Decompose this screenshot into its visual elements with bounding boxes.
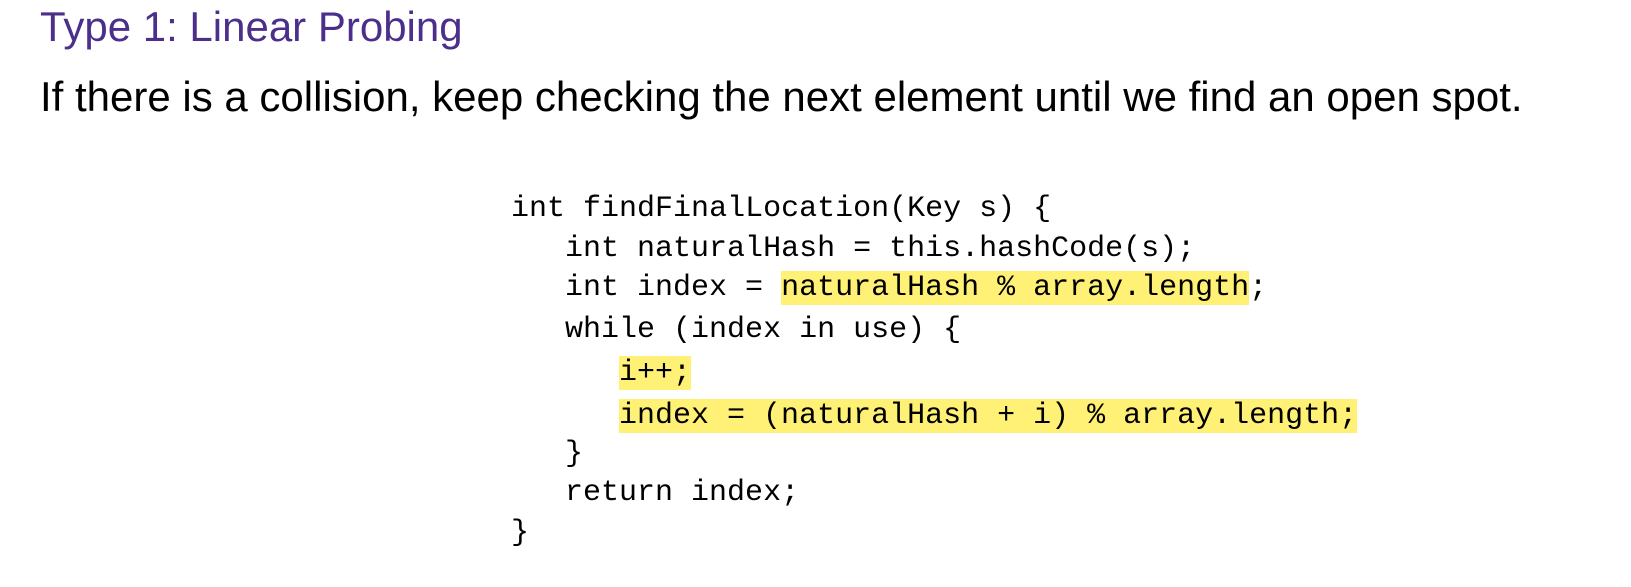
code-close-brace-outer: } xyxy=(511,516,530,550)
code-line-2: int naturalHash = this.hashCode(s); xyxy=(457,195,1195,266)
slide-subtitle: If there is a collision, keep checking t… xyxy=(40,73,1523,120)
code-index-decl: int index = xyxy=(565,271,782,305)
code-return: return index; xyxy=(565,476,800,510)
code-line-1: int findFinalLocation(Key s) { xyxy=(403,155,1051,226)
slide: Type 1: Linear Probing If there is a col… xyxy=(40,3,1523,550)
slide-title: Type 1: Linear Probing xyxy=(40,3,463,50)
code-highlight-reindex: index = (naturalHash + i) % array.length… xyxy=(619,399,1358,433)
code-line-8: return index; xyxy=(457,439,799,510)
code-while-loop: while (index in use) { xyxy=(565,313,962,347)
code-semicolon: ; xyxy=(1249,271,1268,305)
code-line-3: int index = naturalHash % array.length; xyxy=(457,234,1267,305)
code-highlight-modulo: naturalHash % array.length xyxy=(781,271,1250,305)
code-close-brace-inner: } xyxy=(565,437,584,471)
code-highlight-increment: i++; xyxy=(619,356,692,390)
code-line-7: } xyxy=(457,400,583,471)
code-line-4: while (index in use) { xyxy=(457,276,961,347)
code-line-9: } xyxy=(403,479,529,550)
code-line-5: i++; xyxy=(511,319,692,390)
code-line-6: index = (naturalHash + i) % array.length… xyxy=(511,362,1358,433)
code-function-signature: int findFinalLocation(Key s) { xyxy=(511,192,1052,226)
code-natural-hash: int naturalHash = this.hashCode(s); xyxy=(565,232,1196,266)
code-block: int findFinalLocation(Key s) { int natur… xyxy=(403,155,1358,550)
